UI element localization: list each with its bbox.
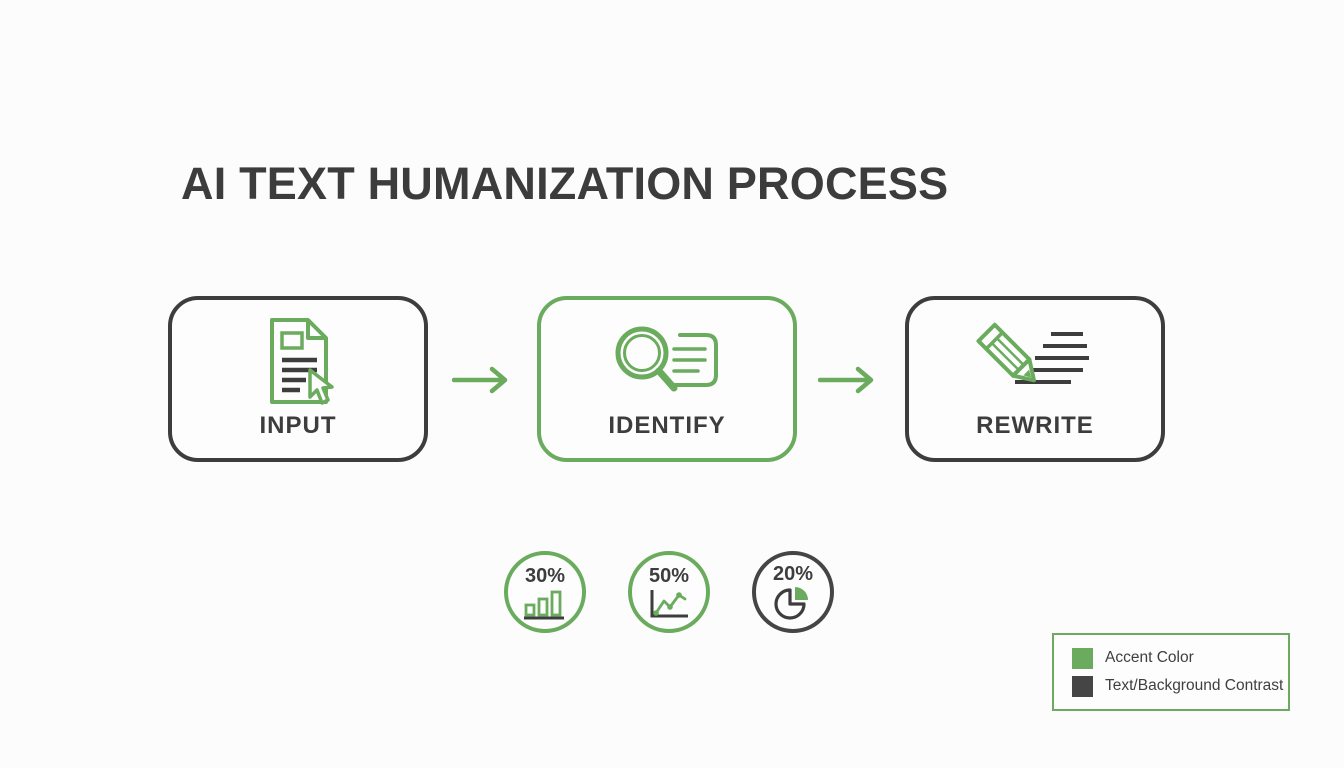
step-label-input: INPUT	[259, 412, 337, 439]
stat-circle-20: 20%	[752, 551, 834, 633]
pencil-lines-icon	[909, 300, 1161, 412]
accent-color-swatch	[1072, 647, 1093, 669]
stat-circle-50: 50%	[628, 551, 710, 633]
stat-value: 20%	[772, 563, 814, 585]
page-title: AI TEXT HUMANIZATION PROCESS	[181, 158, 949, 209]
contrast-color-swatch	[1072, 675, 1093, 697]
bar-chart-icon	[524, 590, 564, 620]
step-box-rewrite: REWRITE	[905, 296, 1165, 462]
stat-value: 50%	[648, 565, 690, 587]
magnifier-text-icon	[541, 300, 793, 412]
color-legend: Accent Color Text/Background Contrast	[1052, 633, 1290, 711]
stat-circle-30: 30%	[504, 551, 586, 633]
step-box-input: INPUT	[168, 296, 428, 462]
legend-item-accent: Accent Color	[1072, 647, 1288, 669]
stat-value: 30%	[524, 565, 566, 587]
step-label-rewrite: REWRITE	[976, 412, 1094, 439]
arrow-right-icon	[818, 366, 874, 394]
step-box-identify: IDENTIFY	[537, 296, 797, 462]
arrow-right-icon	[452, 366, 508, 394]
line-chart-icon	[650, 590, 688, 618]
step-label-identify: IDENTIFY	[608, 412, 726, 439]
legend-item-contrast: Text/Background Contrast	[1072, 675, 1288, 697]
pie-chart-icon	[774, 587, 808, 620]
legend-label: Accent Color	[1105, 649, 1194, 666]
document-cursor-icon	[172, 300, 424, 412]
legend-label: Text/Background Contrast	[1105, 677, 1284, 694]
